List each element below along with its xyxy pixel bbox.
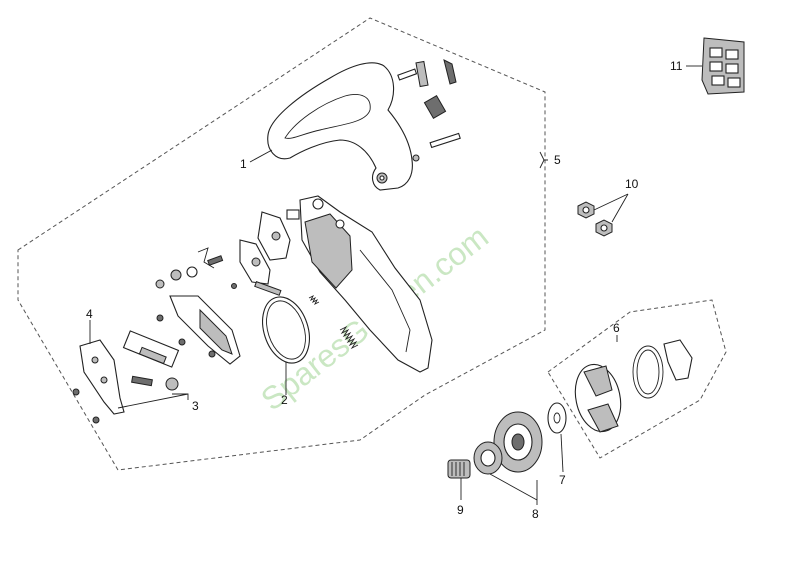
part-screws [72, 247, 237, 424]
part-clutch [574, 339, 693, 433]
callout-5: 5 [554, 153, 561, 167]
part-handle-hardware [397, 59, 461, 162]
callout-3: 3 [192, 399, 199, 413]
callout-8: 8 [532, 507, 539, 521]
part-brake-linkage [239, 209, 300, 285]
part-label-sticker [701, 37, 745, 95]
callout-10: 10 [625, 177, 639, 191]
part-springs [308, 294, 359, 350]
part-nuts [577, 201, 613, 237]
callout-4: 4 [86, 307, 93, 321]
part-chain-guard [169, 295, 241, 365]
callout-2: 2 [281, 393, 288, 407]
assembly-outline-6 [547, 299, 727, 459]
leader-lines [89, 65, 702, 505]
part-brake-housing [299, 195, 433, 373]
callout-11: 11 [670, 59, 683, 73]
part-clutch-drum [473, 411, 543, 475]
part-tensioner-3 [122, 330, 180, 391]
callout-9: 9 [457, 503, 464, 517]
part-needle-bearing [447, 459, 471, 479]
callout-1: 1 [240, 157, 247, 171]
assembly-outline-5 [17, 17, 546, 471]
part-bracket-4 [79, 339, 125, 415]
callout-6: 6 [613, 321, 620, 335]
part-washer [547, 402, 567, 434]
part-brake-band [254, 281, 310, 364]
part-handle [267, 62, 413, 191]
callout-7: 7 [559, 473, 566, 487]
